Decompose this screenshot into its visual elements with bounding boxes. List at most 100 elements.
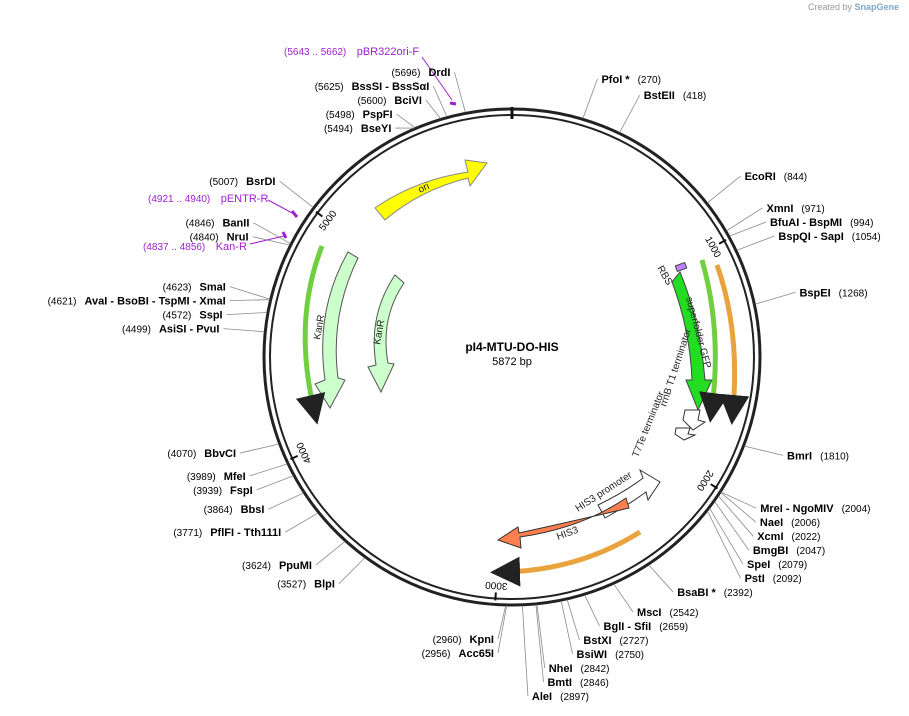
snapgene-credit: Created by SnapGene (808, 2, 899, 12)
primer-pbr322ori-f-leader (421, 56, 453, 101)
site-label: BstXI(2727) (583, 635, 648, 647)
site-leader-42 (432, 85, 448, 117)
site-leader-9 (720, 491, 757, 509)
site-leader-38 (279, 180, 314, 208)
site-name: Acc65I (459, 648, 494, 660)
site-leader-20 (536, 604, 546, 669)
site-name: DrdI (428, 67, 450, 79)
site-label: (5696) DrdI (392, 67, 451, 79)
site-name: BsiWI (577, 649, 608, 661)
site-name: MreI - NgoMIV (760, 503, 834, 515)
kanr-feature-arrow-inner (367, 274, 405, 394)
site-label: (2956) Acc65I (422, 648, 494, 660)
site-label: NheI (2842) (549, 663, 610, 675)
site-label: PfoI *(270) (601, 74, 660, 86)
site-name: BspQI - SapI (778, 231, 843, 243)
kanr-label-outer: KanR (312, 314, 327, 341)
site-position: (2542) (670, 608, 699, 619)
site-position: (2659) (659, 622, 688, 633)
site-leader-25 (338, 557, 366, 584)
tick-marks (290, 210, 727, 601)
site-position: (5696) (392, 68, 421, 79)
site-name: BlpI (314, 579, 335, 591)
site-leader-21 (535, 604, 544, 683)
site-name: AsiSI - PvuI (159, 324, 220, 336)
tick-label-2000: 2000 (694, 468, 715, 493)
site-label: BsiWI(2750) (577, 649, 644, 661)
rbs-feature (674, 261, 688, 273)
site-position: (2022) (792, 532, 821, 543)
primer-pentr-r-leader (267, 199, 295, 215)
site-label: BmtI(2846) (547, 677, 608, 689)
site-label: (5494)BseYI (324, 123, 391, 135)
primer-label-kan-r: (4837 .. 4856) Kan-R (143, 237, 247, 254)
site-position: (2004) (842, 504, 871, 515)
site-label: (5625)BssSI - BssSαI (315, 81, 430, 93)
snapgene-brand: SnapGene (854, 2, 899, 12)
site-label: (4840)NruI (190, 232, 249, 244)
site-position: (1268) (839, 288, 868, 299)
site-leader-33 (226, 312, 268, 315)
site-position: (4846) (186, 219, 215, 230)
primer-kan-r-mark (281, 231, 288, 239)
site-position: (2092) (773, 574, 802, 585)
site-leader-28 (268, 492, 304, 510)
his3-feature-arrow (496, 497, 630, 549)
site-name: AleI (532, 691, 552, 703)
site-leader-35 (229, 286, 270, 300)
site-label: BmgBI(2047) (753, 545, 825, 557)
site-name: XcmI (757, 531, 783, 543)
site-name: PpuMI (279, 560, 312, 572)
site-label: (3624)PpuMI (242, 560, 312, 572)
primer-label-pbr322ori-f: (5643 .. 5662) pBR322ori-F (284, 42, 419, 59)
site-name: MscI (637, 607, 661, 619)
site-leader-29 (256, 475, 294, 491)
ori-feature-arrow (374, 159, 488, 221)
tick-mark-3000 (494, 592, 497, 601)
site-leader-11 (718, 495, 754, 537)
site-position: (5600) (358, 96, 387, 107)
site-label: (3864)BbsI (204, 504, 265, 516)
credit-prefix: Created by (807, 2, 852, 12)
site-leader-17 (584, 594, 600, 627)
site-leader-2 (619, 94, 641, 133)
site-label: BsaBI *(2392) (677, 587, 752, 599)
site-label: BstEII(418) (644, 90, 707, 102)
site-leader-26 (315, 541, 346, 566)
site-name: SspI (199, 310, 222, 322)
site-position: (2956) (422, 649, 451, 660)
site-leader-lines (223, 71, 796, 697)
kanr-orf-green (295, 245, 326, 425)
site-label: (2960)KpnI (433, 634, 494, 646)
site-label: (4499)AsiSI - PvuI (122, 324, 219, 336)
site-name: BspEI (799, 287, 830, 299)
tick-mark-4000 (290, 454, 299, 461)
site-label: BmrI(1810) (787, 450, 849, 462)
primer-kan-r-leader (249, 235, 285, 245)
site-name: NaeI (760, 517, 783, 529)
site-leader-18 (566, 599, 580, 641)
site-leader-7 (755, 291, 796, 305)
site-name: SpeI (747, 559, 770, 571)
site-name: PstI (745, 573, 765, 585)
rbs-label: RBS (654, 264, 674, 288)
site-position: (2392) (724, 588, 753, 599)
site-name: BanII (222, 218, 249, 230)
site-label: PstI (2092) (745, 573, 802, 585)
site-leader-34 (229, 299, 270, 301)
site-position: (2006) (791, 518, 820, 529)
site-label: (3527)BlpI (277, 579, 335, 591)
tick-label-1000: 1000 (702, 235, 723, 260)
site-position: (3864) (204, 505, 233, 516)
site-position: (2842) (581, 664, 610, 675)
site-label: MreI - NgoMIV (2004) (760, 503, 870, 515)
site-name: KpnI (470, 634, 494, 646)
t7te-terminator-label: T7Te terminator (631, 389, 668, 459)
site-leader-6 (736, 235, 775, 251)
site-label: (4621)AvaI - BsoBI - TspMI - XmaI (48, 296, 226, 308)
site-position: (4070) (167, 449, 196, 460)
site-name: NheI (549, 663, 573, 675)
plasmid-size: 5872 bp (492, 356, 532, 368)
site-position: (3771) (173, 528, 202, 539)
site-position: (5494) (324, 124, 353, 135)
